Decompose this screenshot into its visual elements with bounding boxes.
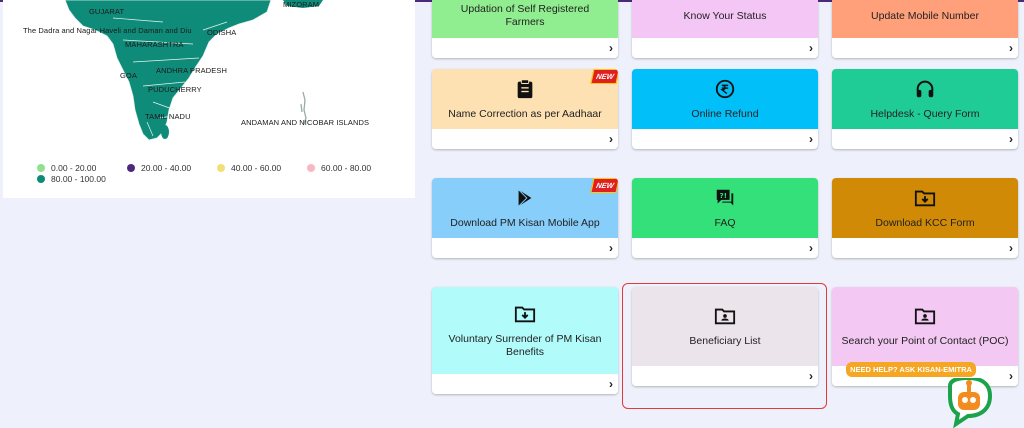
card-footer: › (432, 38, 618, 58)
card-footer: › (832, 129, 1018, 149)
chevron-right-icon: › (609, 132, 613, 146)
chevron-right-icon: › (809, 132, 813, 146)
chevron-right-icon: › (1009, 41, 1013, 55)
svg-text:?!: ?! (720, 191, 728, 200)
card-update-mobile-number[interactable]: Update Mobile Number › (832, 0, 1018, 58)
india-map (64, 0, 323, 141)
card-label: Helpdesk - Query Form (870, 107, 980, 120)
chat-help-bubble[interactable]: NEED HELP? ASK KISAN-EMITRA (846, 362, 976, 377)
chevron-right-icon: › (609, 377, 613, 391)
card-download-app[interactable]: Download PM Kisan Mobile App › NEW (432, 178, 618, 258)
chevron-right-icon: › (1009, 241, 1013, 255)
map-label-mizoram: MIZORAM (283, 0, 320, 9)
india-map-panel: GUJARAT MIZORAM The Dadra and Nagar Have… (3, 0, 415, 198)
map-label-andaman: ANDAMAN AND NICOBAR ISLANDS (241, 118, 370, 127)
card-body: Update Mobile Number (832, 0, 1018, 38)
legend-dot (37, 175, 45, 183)
card-label: Updation of Self Registered Farmers (460, 3, 590, 28)
card-label: Download PM Kisan Mobile App (450, 216, 600, 229)
card-footer: › (632, 129, 818, 149)
card-label: FAQ (714, 216, 736, 229)
card-beneficiary-list[interactable]: Beneficiary List › (632, 287, 818, 386)
card-body: Know Your Status (632, 0, 818, 38)
card-footer: › (432, 238, 618, 258)
india-map-shape (64, 0, 272, 141)
card-name-correction[interactable]: Name Correction as per Aadhaar › NEW (432, 69, 618, 149)
robot-chat-icon[interactable] (942, 378, 1006, 428)
card-label: Name Correction as per Aadhaar (448, 107, 602, 120)
card-label: Search your Point of Contact (POC) (841, 335, 1009, 347)
card-footer: › (632, 366, 818, 386)
card-helpdesk-query[interactable]: Helpdesk - Query Form › (832, 69, 1018, 149)
headphones-icon (916, 80, 934, 97)
map-label-andhra: ANDHRA PRADESH (156, 66, 227, 75)
chevron-right-icon: › (1009, 369, 1013, 383)
legend-label: 40.00 - 60.00 (231, 163, 282, 173)
card-body: Updation of Self Registered Farmers (432, 0, 618, 38)
chevron-right-icon: › (1009, 132, 1013, 146)
map-label-gujarat: GUJARAT (89, 7, 125, 16)
map-label-odisha: ODISHA (207, 28, 237, 37)
card-footer: › (832, 38, 1018, 58)
map-label-maharashtra: MAHARASHTRA (125, 40, 184, 49)
play-store-icon (518, 188, 532, 207)
andaman-islands (300, 91, 307, 125)
new-badge: NEW (590, 69, 618, 84)
rupee-refund-icon (715, 79, 735, 98)
chevron-right-icon: › (809, 241, 813, 255)
folder-download-icon (514, 306, 536, 322)
legend-label: 60.00 - 80.00 (321, 163, 372, 173)
chevron-right-icon: › (609, 241, 613, 255)
legend-dot (37, 164, 45, 172)
card-know-your-status[interactable]: Know Your Status › (632, 0, 818, 58)
north-east-shape (283, 0, 323, 8)
chevron-right-icon: › (809, 41, 813, 55)
sri-lanka-shape (161, 125, 169, 139)
legend-dot (127, 164, 135, 172)
new-badge: NEW (590, 178, 618, 193)
card-online-refund[interactable]: Online Refund › (632, 69, 818, 149)
card-label: Download KCC Form (875, 216, 975, 229)
folder-user-icon (914, 308, 936, 325)
card-label: Beneficiary List (689, 335, 761, 347)
faq-icon: ?! (716, 189, 734, 205)
card-footer: › (632, 38, 818, 58)
map-label-tamilnadu: TAMIL NADU (145, 112, 191, 121)
map-label-dadra: The Dadra and Nagar Haveli and Daman and… (23, 26, 192, 35)
clipboard-icon (517, 78, 533, 98)
card-voluntary-surrender[interactable]: Voluntary Surrender of PM Kisan Benefits… (432, 287, 618, 394)
legend-label: 80.00 - 100.00 (51, 174, 106, 184)
map-label-goa: GOA (120, 71, 137, 80)
card-updation-self-registered[interactable]: Updation of Self Registered Farmers › (432, 0, 618, 58)
legend-dot (307, 164, 315, 172)
folder-download-icon (914, 190, 936, 206)
card-label: Voluntary Surrender of PM Kisan Benefits (448, 332, 602, 358)
legend-label: 20.00 - 40.00 (141, 163, 192, 173)
chevron-right-icon: › (609, 41, 613, 55)
chevron-right-icon: › (809, 369, 813, 383)
card-label: Online Refund (691, 107, 759, 120)
highlight-outline (622, 283, 827, 409)
card-faq[interactable]: ?! FAQ › (632, 178, 818, 258)
legend-item: 60.00 - 80.00 (307, 163, 371, 173)
card-footer: › (632, 238, 818, 258)
legend-item: 20.00 - 40.00 (127, 163, 191, 173)
map-label-puducherry: PUDUCHERRY (148, 85, 202, 94)
card-footer: › (432, 374, 618, 394)
folder-user-icon (714, 308, 736, 325)
card-label: Update Mobile Number (871, 9, 979, 22)
card-label: Know Your Status (683, 9, 767, 22)
legend-item: 0.00 - 20.00 (37, 163, 96, 173)
card-download-kcc[interactable]: Download KCC Form › (832, 178, 1018, 258)
card-footer: › (432, 129, 618, 149)
legend-item: 80.00 - 100.00 (37, 174, 106, 184)
legend-item: 40.00 - 60.00 (217, 163, 281, 173)
card-footer: › (832, 238, 1018, 258)
legend-dot (217, 164, 225, 172)
legend-label: 0.00 - 20.00 (51, 163, 97, 173)
